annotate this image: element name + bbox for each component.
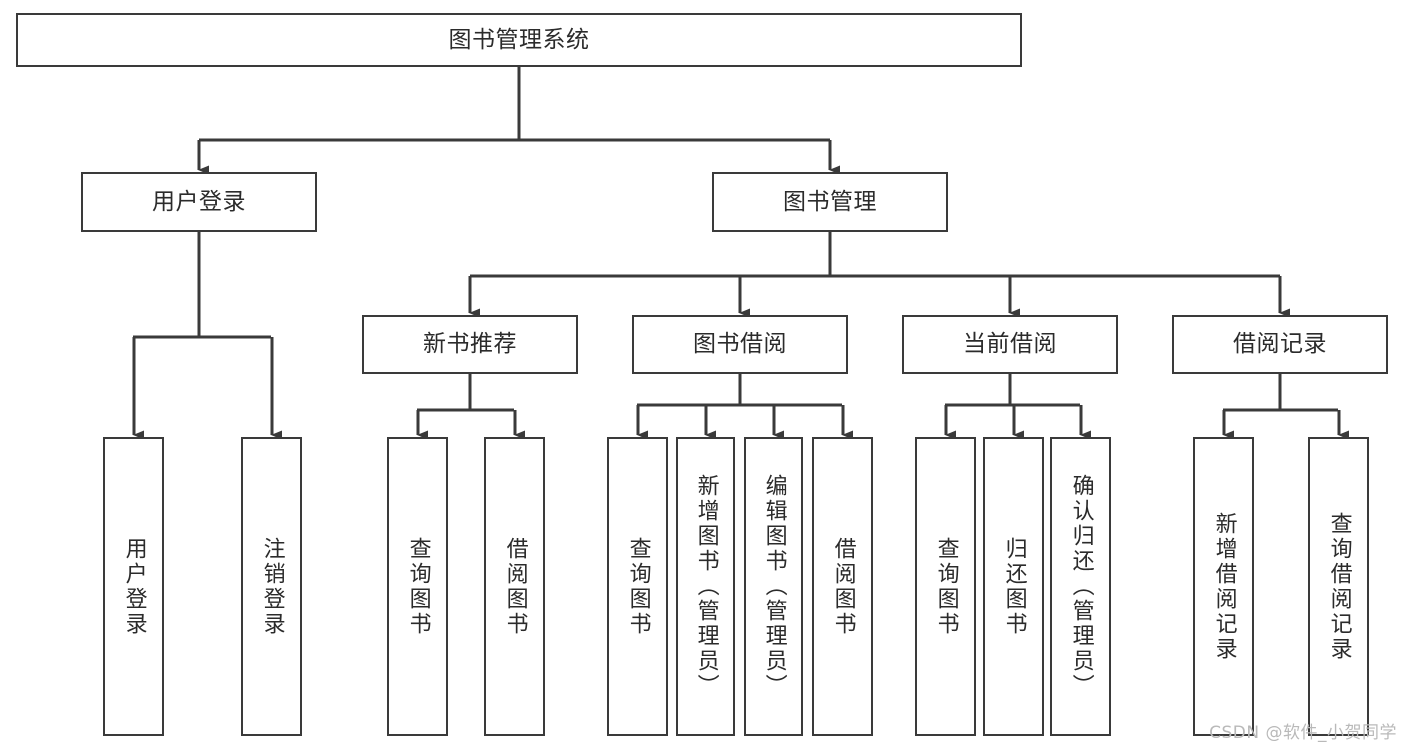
node-book-borrow-label: 图书借阅	[693, 331, 787, 358]
node-leaf-query-book-2[interactable]: 查询图书	[607, 437, 668, 736]
node-borrow-record[interactable]: 借阅记录	[1172, 315, 1388, 374]
node-leaf-logout[interactable]: 注销登录	[241, 437, 302, 736]
node-user-login[interactable]: 用户登录	[81, 172, 317, 232]
node-current-borrow-label: 当前借阅	[963, 331, 1057, 358]
node-leaf-borrow-book-2[interactable]: 借阅图书	[812, 437, 873, 736]
node-root[interactable]: 图书管理系统	[16, 13, 1022, 67]
node-new-book-recommend-label: 新书推荐	[423, 331, 517, 358]
node-leaf-query-borrow-record-label: 查询借阅记录	[1326, 511, 1352, 662]
node-leaf-add-borrow-record[interactable]: 新增借阅记录	[1193, 437, 1254, 736]
node-leaf-borrow-book-1-label: 借阅图书	[502, 536, 528, 637]
node-leaf-confirm-return-admin[interactable]: 确认归还（管理员）	[1050, 437, 1111, 736]
node-book-manage[interactable]: 图书管理	[712, 172, 948, 232]
node-leaf-query-book-3[interactable]: 查询图书	[915, 437, 976, 736]
node-leaf-query-book-3-label: 查询图书	[933, 536, 959, 637]
node-leaf-return-book-label: 归还图书	[1001, 536, 1027, 637]
node-leaf-query-book-1[interactable]: 查询图书	[387, 437, 448, 736]
node-root-label: 图书管理系统	[448, 26, 590, 53]
node-leaf-logout-label: 注销登录	[259, 536, 285, 637]
node-leaf-edit-book-admin-label: 编辑图书（管理员）	[761, 474, 787, 699]
node-new-book-recommend[interactable]: 新书推荐	[362, 315, 578, 374]
node-leaf-query-book-1-label: 查询图书	[405, 536, 431, 637]
node-leaf-add-borrow-record-label: 新增借阅记录	[1211, 511, 1237, 662]
node-book-borrow[interactable]: 图书借阅	[632, 315, 848, 374]
node-leaf-confirm-return-admin-label: 确认归还（管理员）	[1068, 474, 1094, 699]
node-leaf-borrow-book-1[interactable]: 借阅图书	[484, 437, 545, 736]
node-leaf-query-book-2-label: 查询图书	[625, 536, 651, 637]
node-leaf-add-book-admin-label: 新增图书（管理员）	[693, 474, 719, 699]
node-book-manage-label: 图书管理	[783, 188, 877, 215]
node-leaf-return-book[interactable]: 归还图书	[983, 437, 1044, 736]
node-leaf-add-book-admin[interactable]: 新增图书（管理员）	[676, 437, 735, 736]
node-leaf-user-login-label: 用户登录	[121, 536, 147, 637]
node-leaf-user-login[interactable]: 用户登录	[103, 437, 164, 736]
node-current-borrow[interactable]: 当前借阅	[902, 315, 1118, 374]
node-user-login-label: 用户登录	[152, 188, 246, 215]
node-leaf-query-borrow-record[interactable]: 查询借阅记录	[1308, 437, 1369, 736]
node-borrow-record-label: 借阅记录	[1233, 331, 1327, 358]
node-leaf-borrow-book-2-label: 借阅图书	[830, 536, 856, 637]
node-leaf-edit-book-admin[interactable]: 编辑图书（管理员）	[744, 437, 803, 736]
